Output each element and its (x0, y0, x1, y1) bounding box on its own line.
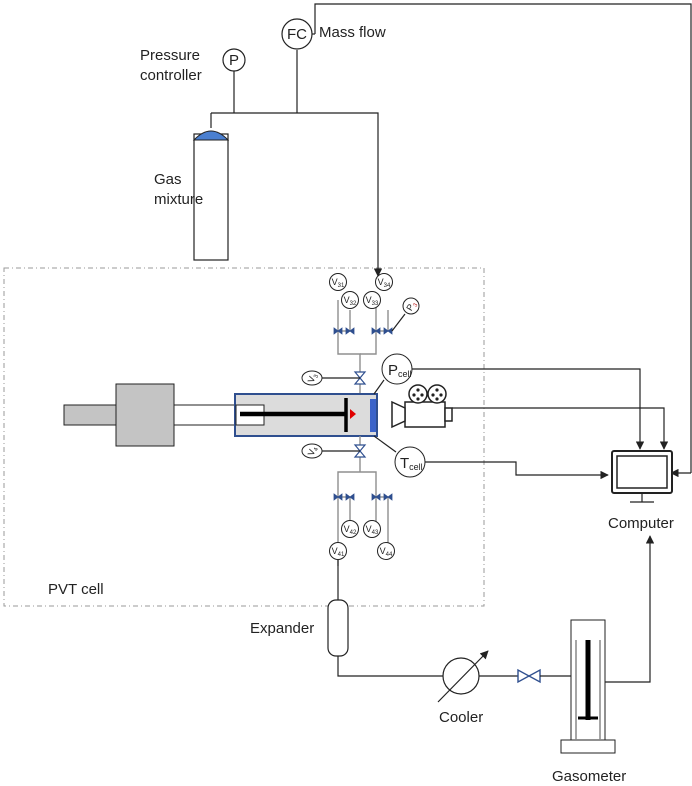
valve-v44: V44 (377, 542, 395, 560)
valve-v4: V4 (301, 436, 367, 472)
valve-v41: V41 (329, 542, 347, 560)
mass-flow-controller-instrument: FC (281, 18, 315, 50)
svg-text:FC: FC (287, 26, 307, 43)
svg-text:V3: V3 (306, 371, 321, 385)
gas-mixture-label: Gas (154, 171, 182, 188)
expander-vessel (327, 595, 349, 662)
svg-text:Tcell: Tcell (400, 455, 423, 472)
valve-v32: V32 (341, 291, 359, 309)
outlet-valve (517, 668, 541, 684)
valve-v3: V3 (301, 368, 367, 394)
gasometer-label: Gasometer (552, 768, 626, 785)
valve-v31: V31 (329, 273, 347, 291)
expander-label: Expander (250, 620, 314, 637)
sample-marker (350, 409, 356, 419)
gas-mixture-label-2: mixture (154, 191, 203, 208)
cooler-heat-exchanger (437, 650, 489, 703)
svg-text:V31: V31 (332, 277, 345, 289)
temperature-sensor-tcell: Tcell (373, 435, 426, 478)
computer-monitor-icon (611, 450, 673, 503)
svg-text:P3: P3 (404, 299, 419, 314)
svg-text:V32: V32 (344, 295, 357, 307)
valve-v33: V33 (363, 291, 381, 309)
pressure-controller-label-2: controller (140, 67, 202, 84)
camera-icon (391, 384, 453, 429)
gasometer-device (560, 619, 616, 754)
svg-text:V44: V44 (380, 546, 393, 558)
cooler-label: Cooler (439, 709, 483, 726)
pvt-cell-assembly (63, 383, 378, 447)
pressure-controller-label: Pressure (140, 47, 200, 64)
gas-mixture-cylinder (192, 113, 230, 261)
valve-v43: V43 (363, 520, 381, 538)
svg-text:V34: V34 (378, 277, 391, 289)
svg-text:Pcell: Pcell (388, 362, 412, 379)
pressure-sensor-pcell: Pcell (373, 353, 413, 395)
svg-text:V42: V42 (344, 524, 357, 536)
svg-text:V33: V33 (366, 295, 379, 307)
computer-label: Computer (608, 515, 674, 532)
svg-text:V4: V4 (306, 444, 321, 458)
pvt-cell-label: PVT cell (48, 581, 104, 598)
svg-text:P: P (229, 52, 239, 69)
top-valve-manifold (333, 300, 406, 368)
valve-v34: V34 (375, 273, 393, 291)
svg-text:V43: V43 (366, 524, 379, 536)
valve-v42: V42 (341, 520, 359, 538)
pressure-gauge-p3: P3 (402, 297, 420, 315)
pressure-controller-instrument: P (222, 48, 246, 72)
mass-flow-label: Mass flow (319, 24, 386, 41)
sapphire-window (370, 399, 376, 432)
pvt-cell-boundary (3, 267, 485, 607)
svg-text:V41: V41 (332, 546, 345, 558)
